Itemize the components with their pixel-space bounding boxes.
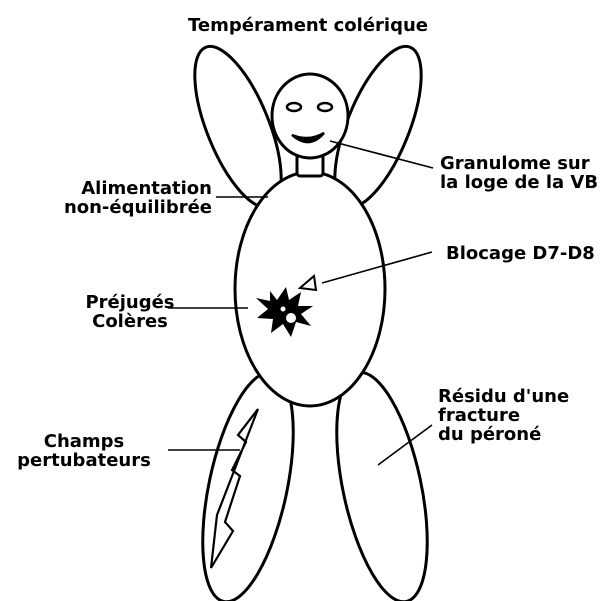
label-alimentation: Alimentation non-équilibrée <box>40 179 212 217</box>
right-eye <box>318 103 332 111</box>
label-granulome: Granulome sur la loge de la VB <box>440 154 598 192</box>
label-blocage: Blocage D7-D8 <box>446 244 595 263</box>
label-prejuges: Préjugés Colères <box>60 293 200 331</box>
left-eye <box>287 103 301 111</box>
head <box>272 74 348 158</box>
right-leg <box>320 364 445 601</box>
label-champs: Champs pertubateurs <box>4 432 164 470</box>
label-residu: Résidu d'une fracture du péroné <box>438 387 569 444</box>
diagram-title: Tempérament colérique <box>172 16 444 35</box>
